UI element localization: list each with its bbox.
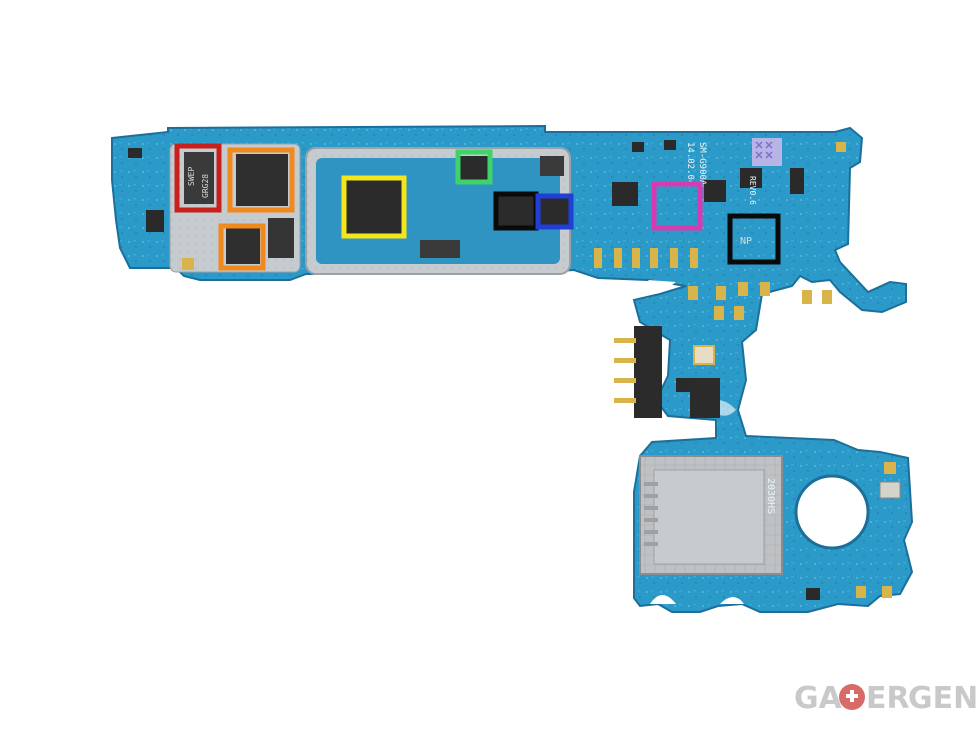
highlight-black-right <box>727 213 781 265</box>
connector-pin <box>614 338 636 343</box>
round-cutout <box>794 474 901 550</box>
gold-pad <box>822 290 832 304</box>
chip <box>498 196 534 228</box>
chip <box>268 218 294 258</box>
component <box>146 210 164 232</box>
chip <box>184 152 214 204</box>
connector-pin <box>614 358 636 363</box>
gold-pad <box>882 586 892 598</box>
watermark-text-b: ER <box>866 681 910 716</box>
component <box>664 140 676 150</box>
component <box>632 142 644 152</box>
connector-pin <box>614 378 636 383</box>
chip <box>460 156 488 180</box>
gold-pad <box>760 282 770 296</box>
gold-pad <box>594 248 602 268</box>
component <box>806 588 820 600</box>
silkscreen-model: SM-G900A <box>697 142 707 186</box>
led-flash <box>693 345 715 365</box>
board-notch <box>648 280 676 289</box>
gold-pad <box>690 248 698 268</box>
component <box>128 148 142 158</box>
gold-pad <box>632 248 640 268</box>
chip <box>420 240 460 258</box>
gold-pad <box>802 290 812 304</box>
watermark-text-a: GA <box>794 681 843 716</box>
highlight-yellow <box>341 175 407 239</box>
crystal <box>879 481 901 499</box>
gold-pad <box>670 248 678 268</box>
sim-tray-code: 2030HS <box>765 478 776 514</box>
silkscreen-date: 14.02.04 <box>685 142 695 185</box>
highlight-green <box>455 149 493 185</box>
gold-pad <box>734 306 744 320</box>
chip-marking-black-right: NP <box>740 236 752 247</box>
chip <box>540 156 564 176</box>
gold-pad <box>738 282 748 296</box>
chip-marking-red-line2: GRG28 <box>201 174 210 198</box>
sim-tray-inner <box>653 469 765 565</box>
gold-pad <box>650 248 658 268</box>
sim-tray: 2030HS <box>639 455 783 575</box>
component <box>612 182 638 206</box>
highlight-pink <box>651 181 703 231</box>
watermark: GA ER GEN <box>794 681 978 716</box>
components <box>128 140 820 600</box>
chip <box>346 180 404 236</box>
highlight-blue <box>535 193 574 230</box>
highlight-red <box>174 143 222 213</box>
chip <box>540 198 570 226</box>
chip-highlights <box>174 143 781 271</box>
camera-hole <box>794 474 870 550</box>
gold-pads <box>182 142 896 598</box>
chip-markings: SWEP GRG28 NP <box>187 167 752 247</box>
silkscreen: SM-G900A 14.02.04 REV0.6 <box>685 142 757 205</box>
component <box>704 180 726 202</box>
component <box>676 378 690 392</box>
gold-pad <box>182 258 194 270</box>
connector-housing <box>634 326 662 418</box>
connector-pin <box>614 398 636 403</box>
sim-contacts <box>644 482 658 546</box>
highlight-orange-large <box>227 147 295 213</box>
gold-pad <box>714 306 724 320</box>
side-connector <box>614 326 720 418</box>
gold-pad <box>614 248 622 268</box>
chip <box>226 228 260 264</box>
watermark-text-c: GEN <box>908 681 978 716</box>
gold-pad <box>836 142 846 152</box>
gold-pad <box>856 586 866 598</box>
chip-marking-red-line1: SWEP <box>187 167 196 186</box>
board-notch <box>720 597 744 604</box>
gold-pad <box>716 286 726 300</box>
chip <box>236 154 288 206</box>
component <box>790 168 804 194</box>
silkscreen-code: REV0.6 <box>748 176 757 205</box>
gold-pad <box>884 462 896 474</box>
board-notch <box>650 595 676 604</box>
highlight-orange-small <box>218 223 266 271</box>
qr-marker <box>752 138 782 166</box>
sensor <box>690 378 720 418</box>
component <box>740 168 762 188</box>
gold-pad <box>688 286 698 300</box>
gamepad-icon <box>839 684 865 710</box>
